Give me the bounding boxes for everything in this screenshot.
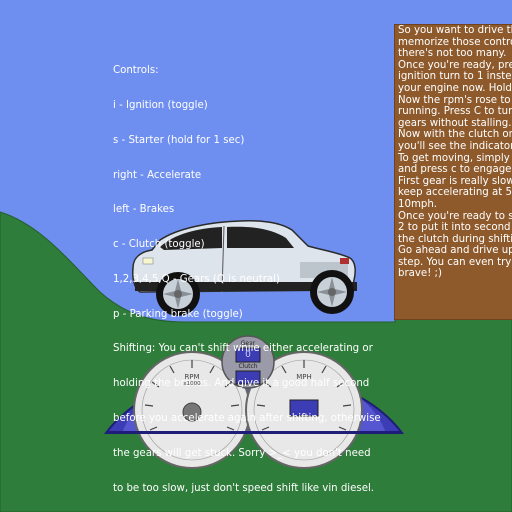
rpm-ticks [144, 360, 240, 431]
rpm-needle-hub [182, 402, 202, 422]
controls-line: 1,2,3,4,5,Q - Gears (Q is neutral) [113, 273, 280, 285]
car-rear-window [227, 226, 294, 248]
car-front-window [160, 227, 222, 250]
instructions-line: Now the rpm's rose to [398, 94, 511, 106]
dashboard [104, 335, 404, 469]
instructions-line: Once you're ready to s [398, 210, 512, 222]
instructions-line: To get moving, simply [398, 152, 510, 164]
car-front-wheel [156, 272, 200, 316]
car-bumper-line [135, 282, 357, 291]
instructions-line: Once you're ready, pre [398, 59, 512, 71]
instructions-line: 10mph. [398, 198, 438, 210]
dashboard-base [106, 431, 402, 434]
car [132, 220, 357, 316]
car-headlight [142, 257, 154, 265]
controls-line: holding the brakes. And give it a good h… [113, 378, 370, 390]
instructions-line: ignition turn to 1 inste [398, 71, 512, 83]
controls-line: s - Starter (hold for 1 sec) [113, 134, 245, 146]
mph-digital-display [289, 399, 319, 417]
instructions-line: gears without stalling. [398, 117, 512, 129]
instructions-line: First gear is really slow [398, 175, 512, 187]
controls-line: p - Parking brake (toggle) [113, 308, 243, 320]
controls-line: the gears will get stuck. Sorry >_< you … [113, 447, 371, 459]
instructions-sign: So you want to drive th memorize those c… [394, 24, 512, 320]
mph-gauge [245, 351, 363, 469]
instructions-line: So you want to drive th [398, 25, 512, 36]
clutch-label: Clutch [238, 363, 258, 370]
instructions-line: your engine now. Hold [398, 82, 512, 94]
instructions-line: and press c to engage [398, 164, 512, 176]
gear-label: Gear [240, 340, 256, 347]
car-door-line [221, 225, 225, 293]
gear-indicator-box [235, 347, 261, 363]
instructions-line: you'll see the indicator [398, 140, 512, 152]
controls-line: to be too slow, just don't speed shift l… [113, 482, 375, 494]
instructions-line: running. Press C to tur [398, 106, 512, 118]
car-rear-wheel [310, 270, 354, 314]
controls-line: left - Brakes [113, 204, 175, 216]
instructions-line: Now with the clutch on [398, 129, 512, 141]
controls-line: Shifting: You can't shift while either a… [113, 343, 373, 355]
controls-line: before you accelerate again after shifti… [113, 413, 381, 424]
instructions-line: keep accelerating at 55 [398, 187, 512, 199]
controls-help-text: Controls: i - Ignition (toggle) s - Star… [113, 42, 393, 506]
gear-clutch-pod [221, 335, 275, 389]
instructions-line: there's not too many. [398, 48, 507, 60]
controls-line: i - Ignition (toggle) [113, 99, 208, 111]
instructions-line: memorize those contro [398, 36, 512, 48]
mph-label: MPH [296, 373, 312, 381]
instructions-line: step. You can even try [398, 256, 512, 268]
rpm-label: RPM [184, 373, 200, 381]
instructions-line: the clutch during shifti [398, 233, 512, 245]
instructions-line: 2 to put it into second [398, 222, 511, 234]
instructions-line: brave! ;) [398, 268, 442, 280]
controls-line: c - Clutch (toggle) [113, 239, 205, 251]
controls-line: right - Accelerate [113, 169, 202, 181]
rpm-unit-label: x1000 [183, 381, 201, 387]
mph-ticks [256, 360, 352, 431]
gear-value: 0 [245, 350, 251, 360]
clutch-indicator-box [235, 370, 261, 385]
instructions-line: Go ahead and drive up [398, 245, 512, 257]
controls-line: Controls: [113, 65, 159, 77]
car-taillight [340, 258, 349, 264]
